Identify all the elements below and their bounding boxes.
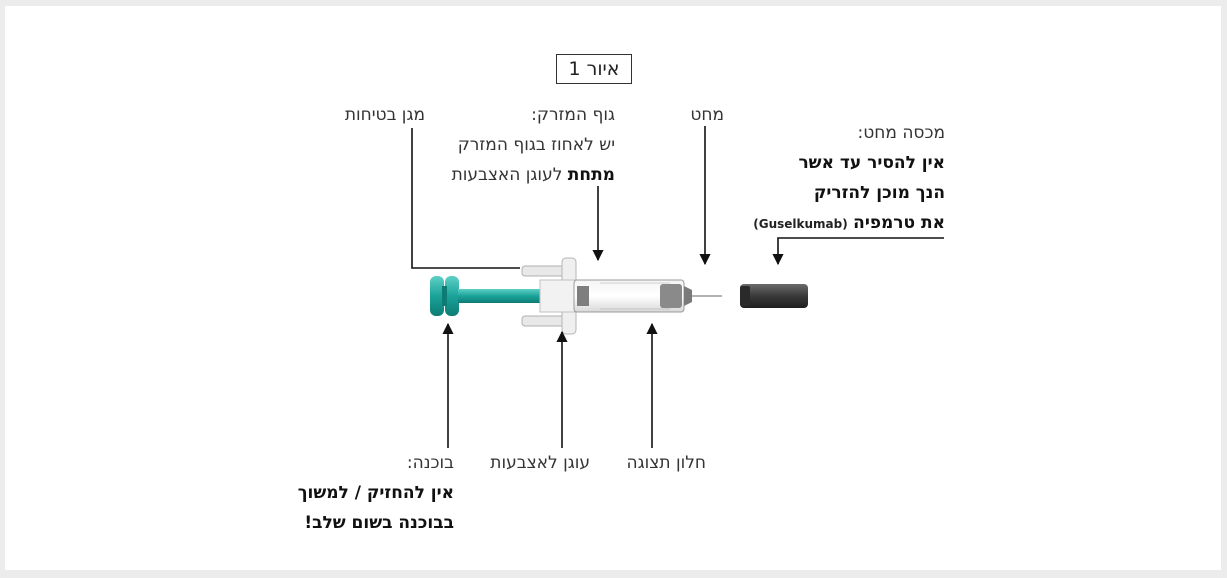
plunger-line1: אין להחזיק / למשוך	[297, 483, 454, 503]
needle-cap-shape	[740, 284, 808, 308]
plunger-line2: בבוכנה בשום שלב!	[304, 513, 454, 533]
needle-cap-line2: הנך מוכן להזריק	[813, 183, 945, 203]
safety-guard-leader	[411, 128, 520, 269]
needle-cap-leader	[772, 237, 944, 266]
plunger-head	[430, 276, 459, 316]
barrel-shape	[573, 279, 692, 313]
syringe-body-line2-bold: מתחת	[567, 165, 615, 185]
needle-cap-title: מכסה מחט:	[857, 123, 945, 143]
viewing-window-label: חלון תצוגה	[626, 453, 706, 473]
needle-cap-inn: (Guselkumab)	[753, 217, 848, 231]
safety-guard-label: מגן בטיחות	[344, 105, 425, 125]
safety-guard-shape	[521, 257, 577, 335]
needle-cap-line1: אין להסיר עד אשר	[798, 153, 945, 173]
needle-cap-line3: את טרמפיה	[853, 213, 945, 233]
plunger-title: בוכנה:	[406, 453, 454, 473]
syringe-body-label: גוף המזרק: יש לאחוז בגוף המזרק מתחת לעוג…	[452, 100, 615, 190]
plunger-label: בוכנה: אין להחזיק / למשוך בבוכנה בשום של…	[298, 448, 454, 538]
syringe-body-title: גוף המזרק:	[531, 105, 615, 125]
needle-label: מחט	[690, 105, 724, 125]
syringe-body-line2-rest: לעוגן האצבעות	[451, 165, 563, 185]
needle-cap-label: מכסה מחט: אין להסיר עד אשר הנך מוכן להזר…	[753, 118, 945, 239]
finger-flange-label: עוגן לאצבעות	[490, 453, 590, 473]
plunger-rod	[458, 289, 546, 303]
figure-title: איור 1	[556, 54, 632, 84]
syringe-body-line1: יש לאחוז בגוף המזרק	[457, 135, 615, 155]
